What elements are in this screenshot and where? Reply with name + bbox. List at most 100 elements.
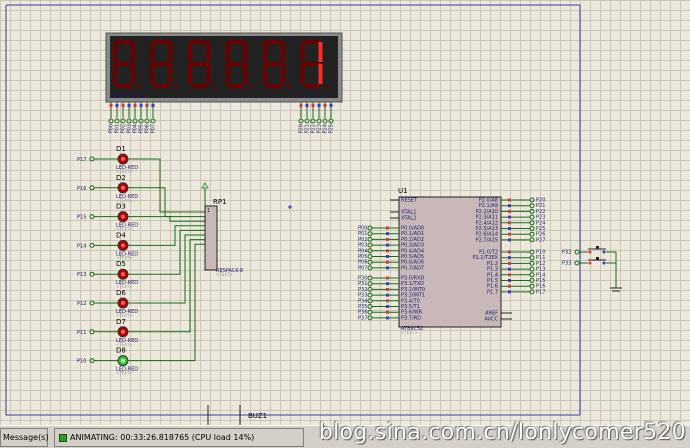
- power-arrow-icon: [201, 182, 209, 189]
- pin-state-marker: [386, 266, 389, 270]
- button-net-label: P33: [562, 261, 571, 267]
- segment-d: [303, 84, 320, 88]
- display-segment-pin-label: P04: [133, 124, 139, 133]
- segment-f: [225, 42, 230, 62]
- led-ref-label: D7: [116, 318, 126, 326]
- net-terminal: [367, 236, 373, 242]
- segment-dp: [137, 84, 141, 88]
- mcu-pin-name: XTAL1: [401, 210, 416, 216]
- segment-c: [243, 64, 248, 84]
- mcu-pin-name: P1.0/T2: [479, 250, 498, 256]
- segment-a: [116, 40, 132, 44]
- net-terminal: [529, 278, 535, 283]
- status-led-icon: [59, 433, 67, 442]
- pin-state-marker: [133, 104, 137, 107]
- net-terminal: [89, 329, 95, 335]
- seven-seg-display-body: [110, 36, 338, 98]
- respack-net-wire: [150, 234, 205, 304]
- pin-state-marker: [317, 104, 321, 107]
- mcu-pin-name: P2.4/A12: [476, 220, 498, 226]
- segment-f: [188, 42, 192, 62]
- net-terminal: [120, 118, 126, 124]
- led-ref-label: D4: [116, 231, 126, 239]
- net-terminal: [304, 118, 310, 124]
- mcu-pin-name: AVCC: [484, 317, 498, 323]
- respack-net-wire: [150, 239, 205, 333]
- mcu-pin-name: P3.6/WR: [401, 310, 423, 316]
- mcu-pin-name: P1.6: [487, 284, 498, 290]
- seven-seg-digit: [188, 40, 216, 88]
- net-terminal: [126, 118, 132, 124]
- display-digit-pin-label: P20: [299, 124, 305, 133]
- segment-dp: [287, 84, 291, 88]
- net-terminal: [529, 266, 535, 272]
- mcu-net-label: P22: [536, 209, 545, 215]
- mcu-net-label: P11: [536, 255, 545, 261]
- led-part-label: LED-RED: [116, 280, 138, 286]
- net-terminal: [529, 249, 535, 255]
- display-segment-pin-label: P00: [109, 124, 115, 133]
- pin-state-marker: [508, 209, 511, 213]
- mcu-pin-name: P3.5/T1: [401, 304, 420, 310]
- pin-state-marker: [508, 204, 511, 208]
- net-terminal: [367, 275, 373, 281]
- segment-b: [206, 42, 210, 62]
- messages-button[interactable]: Message(s): [0, 428, 48, 447]
- segment-b: [281, 42, 285, 62]
- segment-e: [113, 64, 117, 84]
- pin-state-marker: [508, 221, 511, 225]
- net-terminal: [367, 298, 373, 304]
- respack-net-wire: [150, 187, 205, 218]
- led-ref-label: D1: [116, 145, 126, 153]
- button-contact: [602, 250, 606, 254]
- led-net-label: P16: [77, 186, 86, 192]
- mcu-net-label: P20: [536, 198, 545, 204]
- pin-state-marker: [386, 243, 389, 247]
- segment-a: [191, 40, 207, 44]
- display-segment-pin-label: P05: [139, 124, 145, 133]
- net-terminal: [367, 315, 373, 321]
- led-highlight: [121, 185, 125, 190]
- pin-state-marker: [305, 104, 309, 107]
- respack-net-wire: [150, 216, 205, 222]
- led-net-label: P13: [77, 272, 86, 278]
- mcu-pin-name: P1.4: [487, 272, 498, 278]
- segment-b: [131, 42, 135, 62]
- segment-c: [206, 64, 210, 84]
- mcu-net-label: P21: [536, 203, 545, 209]
- pin-state-marker: [508, 238, 511, 242]
- display-digit-pin-label: P21: [305, 124, 311, 133]
- mcu-net-label: P10: [536, 250, 545, 256]
- net-terminal: [529, 237, 535, 243]
- mcu-text-placeholder: <TEXT>: [401, 330, 418, 335]
- segment-g: [116, 62, 132, 66]
- net-terminal: [529, 226, 535, 231]
- button-contact: [588, 261, 592, 265]
- segment-a: [266, 40, 282, 44]
- led-part-label: LED-RED: [116, 194, 138, 200]
- mcu-net-label: P02: [358, 237, 367, 243]
- mcu-pin-name: P3.0/RXD: [401, 276, 425, 282]
- mcu-pin-name: P0.6/AD6: [401, 260, 424, 266]
- net-terminal: [316, 118, 322, 124]
- net-terminal: [529, 231, 535, 237]
- respack-part-label: RESPACK-8: [216, 268, 243, 274]
- segment-d: [266, 84, 282, 88]
- pin-state-marker: [386, 226, 389, 230]
- pin-state-marker: [386, 299, 389, 303]
- mcu-net-label: P37: [358, 315, 367, 321]
- net-terminal: [529, 208, 535, 214]
- pin-state-marker: [109, 104, 113, 107]
- display-digit-pin-label: P22: [311, 124, 317, 133]
- mcu-pin-name: XTAL2: [401, 216, 416, 222]
- pin-state-marker: [508, 198, 511, 202]
- net-terminal: [132, 118, 138, 124]
- net-terminal: [529, 203, 535, 209]
- mcu-net-label: P14: [536, 272, 545, 278]
